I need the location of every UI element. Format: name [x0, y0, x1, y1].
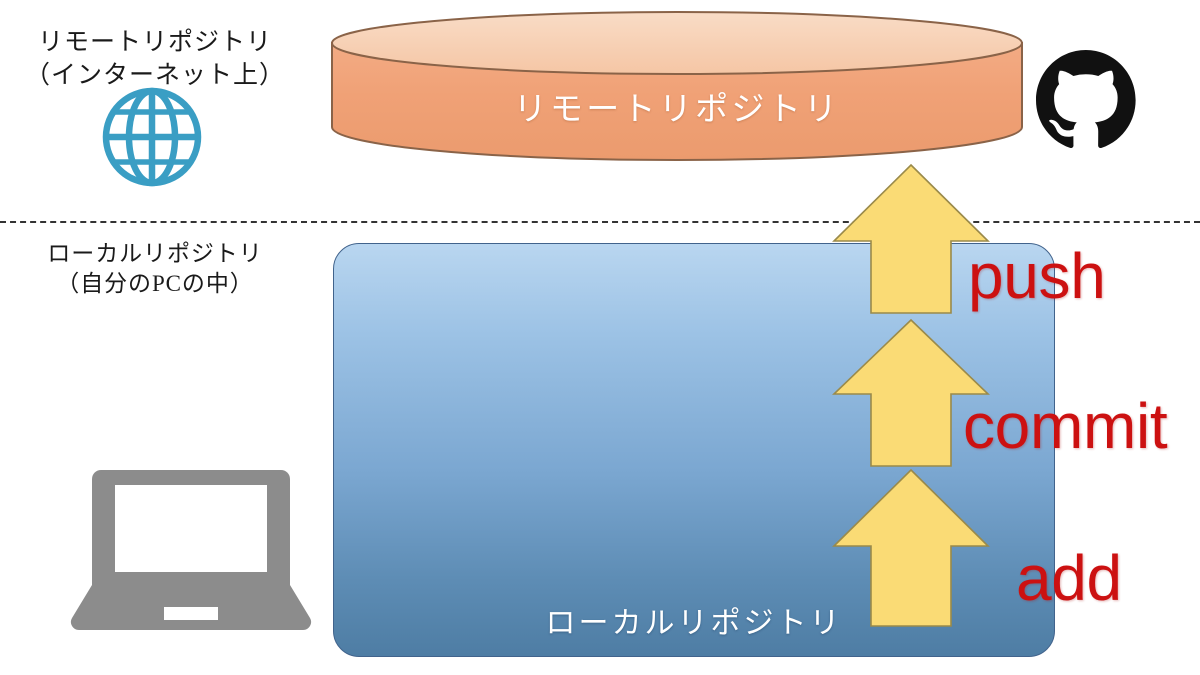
- remote-side-label-line1: リモートリポジトリ: [37, 29, 272, 56]
- arrow-add: [831, 467, 991, 629]
- remote-side-label: リモートリポジトリ （インターネット上）: [0, 26, 310, 92]
- local-side-label-line1: ローカルリポジトリ: [47, 241, 263, 266]
- label-push: push: [968, 240, 1106, 312]
- label-add: add: [1016, 542, 1122, 614]
- label-commit: commit: [963, 390, 1168, 462]
- laptop-icon: [68, 452, 314, 642]
- globe-icon: [100, 85, 204, 189]
- remote-side-label-line2: （インターネット上）: [24, 62, 285, 89]
- github-icon: [1036, 36, 1136, 162]
- internet-local-divider: [0, 221, 1200, 223]
- remote-repository-cylinder: [330, 6, 1024, 164]
- local-side-label: ローカルリポジトリ （自分のPCの中）: [0, 239, 310, 300]
- arrow-commit: [831, 317, 991, 469]
- local-side-label-line2: （自分のPCの中）: [56, 271, 254, 297]
- arrow-push: [831, 162, 991, 316]
